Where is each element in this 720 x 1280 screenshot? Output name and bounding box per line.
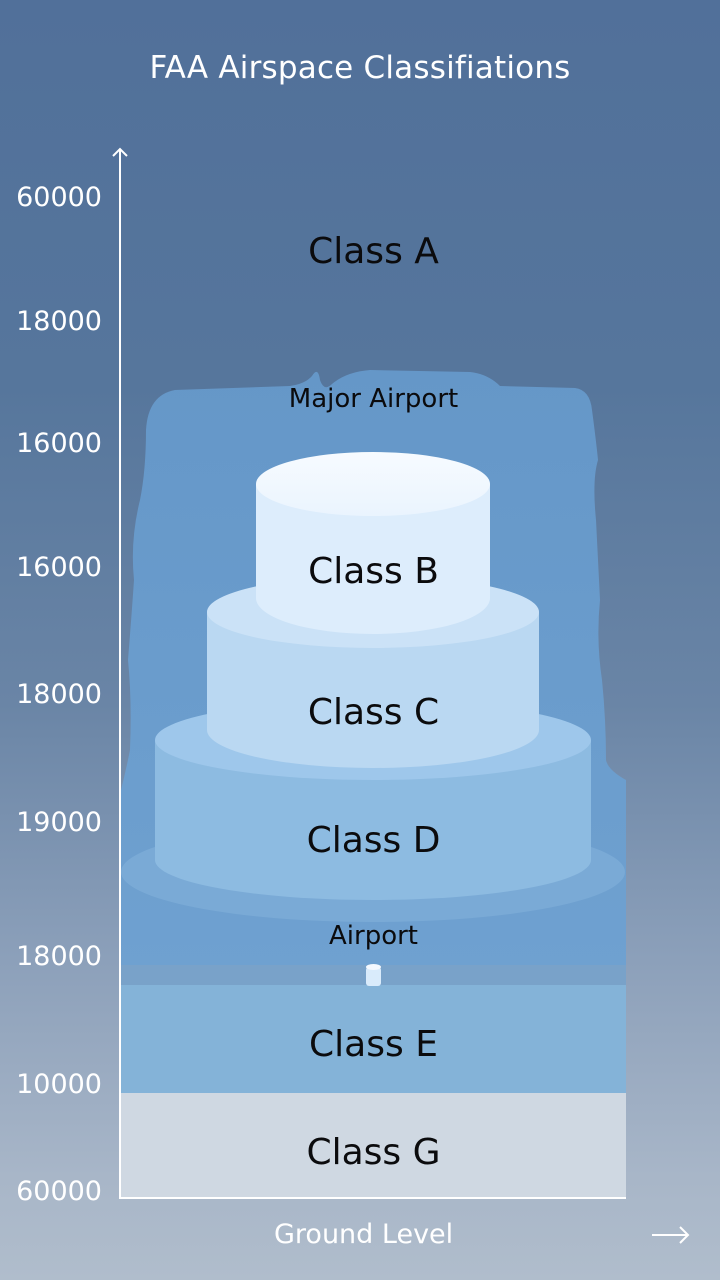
arrow-up-icon (112, 147, 128, 157)
class-e-label: Class E (309, 1024, 438, 1065)
x-axis (119, 1197, 626, 1199)
class-c-label: Class C (307, 692, 440, 733)
class-a-label: Class A (308, 231, 439, 272)
y-tick-label: 16000 (16, 552, 102, 583)
y-tick-label: 16000 (16, 428, 102, 459)
x-axis-label: Ground Level (274, 1219, 454, 1250)
arrow-right-icon (652, 1226, 690, 1244)
y-tick-label: 60000 (16, 1176, 102, 1207)
class-g-label: Class G (306, 1132, 441, 1173)
y-tick-label: 18000 (16, 306, 102, 337)
y-tick-label: 19000 (16, 807, 102, 838)
airport-label: Airport (329, 921, 418, 951)
airport-tower-icon (366, 964, 381, 986)
class-g-band (121, 1093, 626, 1197)
y-tick-label: 10000 (16, 1069, 102, 1100)
chart-title: FAA Airspace Classifiations (149, 50, 571, 86)
y-axis (119, 150, 121, 1199)
class-d-label: Class D (306, 820, 441, 861)
class-b-label: Class B (308, 551, 439, 592)
major-airport-label: Major Airport (288, 384, 459, 414)
y-tick-label: 60000 (16, 182, 102, 213)
y-tick-label: 18000 (16, 679, 102, 710)
y-tick-label: 18000 (16, 941, 102, 972)
